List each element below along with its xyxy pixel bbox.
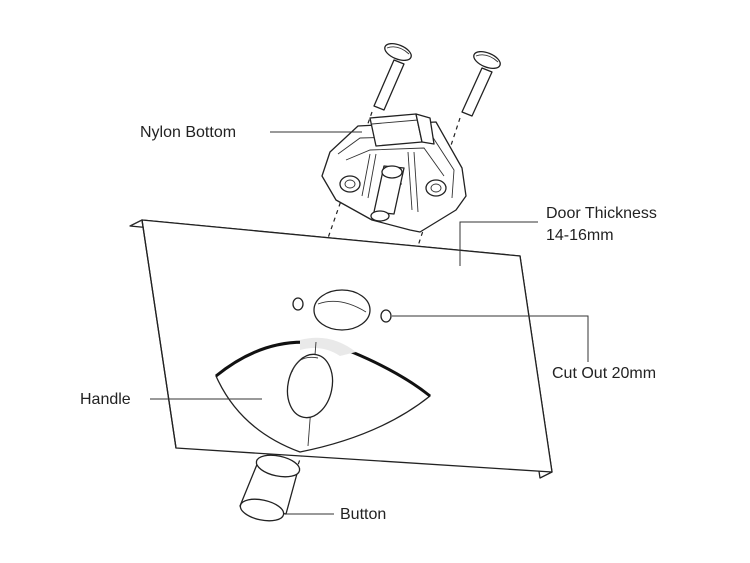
leader-lines [150,131,589,515]
push-button [239,454,301,522]
handle-bezel [215,337,431,453]
cut-out-leader [392,315,589,362]
screw-hole-left [292,297,304,311]
nylon-bottom-latch [321,113,467,233]
screw-right [461,51,501,117]
door-thickness-leader [459,221,538,266]
screw-hole-right [380,309,392,323]
label-door-thickness: Door Thickness [546,205,657,222]
label-door-thickness-value: 14-16mm [546,227,614,244]
label-nylon-bottom: Nylon Bottom [140,124,236,141]
label-button: Button [340,506,386,523]
screw-left [373,43,412,111]
label-cut-out: Cut Out 20mm [552,365,656,382]
door-cutouts [292,289,392,331]
main-cutout-hole [313,289,371,331]
label-handle: Handle [80,391,131,408]
